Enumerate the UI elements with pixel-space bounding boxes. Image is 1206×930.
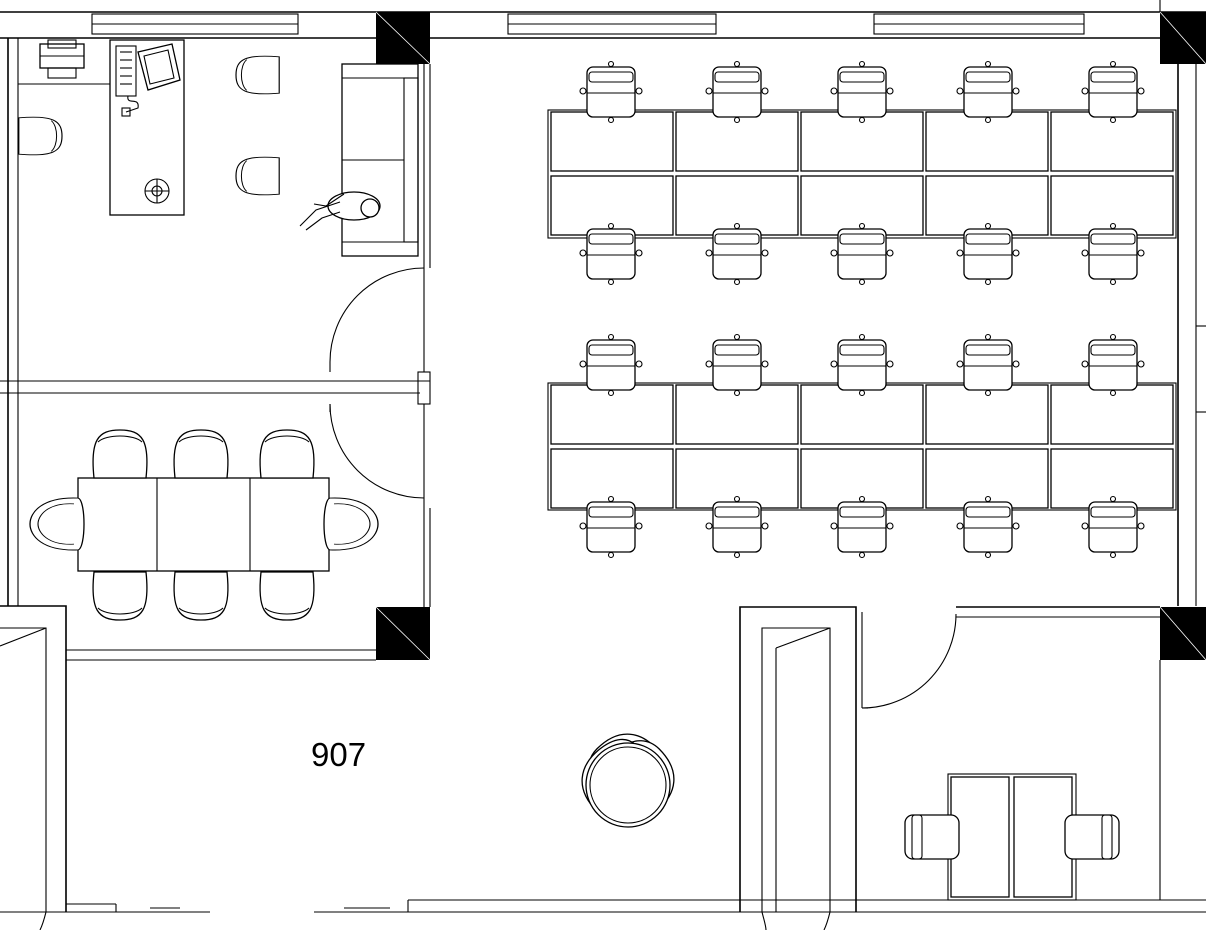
central-core [739, 606, 857, 930]
manager-office [18, 39, 419, 257]
meeting-room [29, 429, 379, 621]
workstation-cluster-upper [547, 60, 1177, 286]
structural-columns [375, 11, 1206, 661]
person-figure [299, 191, 381, 231]
small-office [904, 606, 1161, 901]
bottom-walls [0, 899, 1206, 930]
exterior-walls [0, 0, 1206, 606]
workstation-cluster-lower [547, 333, 1177, 559]
lounge-table-set [566, 718, 690, 842]
doors [329, 267, 957, 709]
room-number-label: 907 [311, 736, 367, 773]
interior-partitions [0, 38, 431, 912]
